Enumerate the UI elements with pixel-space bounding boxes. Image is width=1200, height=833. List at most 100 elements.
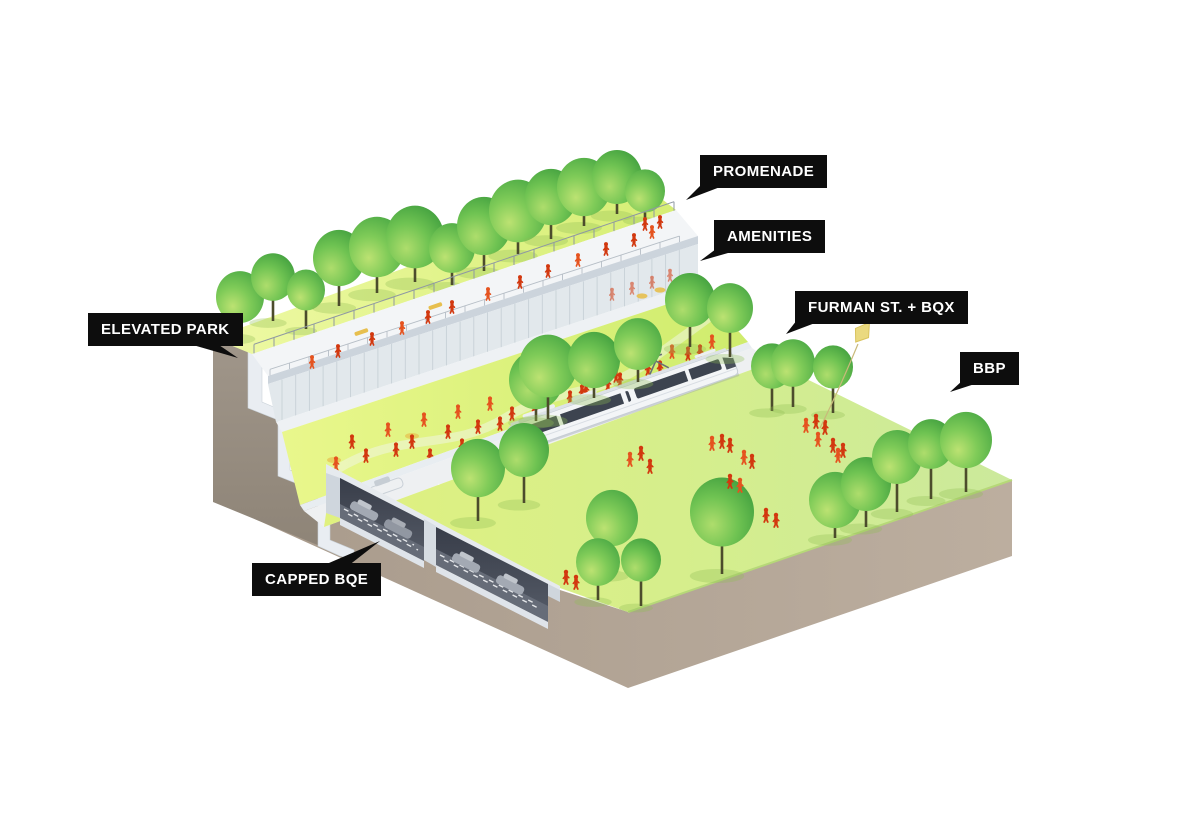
tree-canopy bbox=[614, 318, 662, 370]
tree-canopy bbox=[813, 345, 853, 389]
person bbox=[740, 449, 748, 465]
person bbox=[562, 569, 570, 585]
kite-icon bbox=[854, 321, 871, 343]
tunnel-lip bbox=[436, 565, 548, 629]
person bbox=[574, 253, 582, 267]
person bbox=[508, 406, 516, 421]
amenities-pavilion bbox=[268, 244, 704, 432]
tree-shadow bbox=[807, 534, 853, 546]
tree bbox=[663, 273, 715, 355]
tree bbox=[938, 411, 992, 500]
tree-shadow bbox=[523, 235, 569, 247]
lane-line bbox=[347, 513, 419, 551]
earth-left-face bbox=[213, 338, 354, 560]
tree-shadow bbox=[566, 394, 612, 406]
tree-canopy bbox=[690, 477, 754, 547]
tree bbox=[689, 477, 754, 584]
tree-canopy bbox=[499, 423, 549, 477]
person bbox=[814, 431, 822, 447]
tram-windows bbox=[515, 391, 632, 441]
tree-canopy bbox=[568, 331, 620, 389]
amenities-tables bbox=[636, 287, 666, 299]
tunnel-car bbox=[383, 517, 413, 539]
tree bbox=[450, 438, 505, 529]
tram-skirt bbox=[513, 367, 737, 447]
tree-canopy bbox=[586, 489, 638, 547]
tunnel-jamb bbox=[548, 584, 560, 602]
person bbox=[544, 264, 552, 278]
tree-shadow bbox=[663, 343, 707, 355]
promenade-people bbox=[308, 215, 664, 369]
promenade-deck bbox=[252, 201, 698, 384]
tree-canopy bbox=[665, 273, 715, 327]
person bbox=[496, 416, 504, 431]
amenities-people bbox=[608, 268, 674, 301]
tunnel-pier bbox=[424, 519, 436, 567]
person bbox=[656, 215, 664, 229]
person bbox=[726, 473, 734, 489]
person bbox=[748, 453, 756, 469]
person bbox=[630, 233, 638, 247]
tunnel-1-road bbox=[340, 504, 424, 561]
tunnel-car bbox=[349, 499, 379, 521]
person bbox=[474, 419, 482, 434]
tree-shadow bbox=[450, 517, 496, 529]
tree bbox=[705, 283, 753, 365]
bench bbox=[354, 328, 369, 336]
bqx-tram bbox=[508, 347, 740, 454]
person bbox=[646, 458, 654, 474]
tree-shadow bbox=[870, 508, 914, 520]
person bbox=[516, 275, 524, 289]
person bbox=[454, 404, 462, 419]
person bbox=[718, 433, 726, 449]
tree bbox=[612, 318, 662, 390]
tree-canopy bbox=[519, 334, 577, 398]
person bbox=[448, 300, 456, 314]
tree bbox=[619, 538, 661, 613]
amenities-slab bbox=[276, 282, 704, 432]
tree-shadow bbox=[556, 222, 602, 234]
lawn-grass bbox=[324, 362, 1012, 612]
table bbox=[654, 287, 666, 293]
person bbox=[308, 355, 316, 369]
tree-shadow bbox=[574, 597, 612, 607]
tram-roof bbox=[510, 347, 727, 427]
tunnel-car bbox=[451, 551, 481, 573]
railing-rail bbox=[253, 201, 675, 345]
glass-wall bbox=[268, 244, 698, 422]
tree-canopy bbox=[625, 169, 665, 213]
tree-shadow bbox=[839, 523, 883, 535]
tree-shadow bbox=[497, 499, 541, 511]
tunnel-cars bbox=[349, 499, 525, 595]
lane-line bbox=[443, 559, 543, 611]
person bbox=[708, 334, 716, 349]
tree-shadow bbox=[689, 568, 745, 584]
kite-string bbox=[819, 343, 859, 429]
tree-canopy bbox=[621, 538, 661, 582]
tree bbox=[769, 339, 815, 414]
bench bbox=[428, 302, 443, 310]
tree-shadow bbox=[249, 318, 287, 328]
tree-canopy bbox=[940, 411, 992, 469]
tree bbox=[574, 538, 620, 607]
person bbox=[726, 437, 734, 453]
person bbox=[334, 344, 342, 358]
person bbox=[608, 287, 616, 301]
person bbox=[362, 448, 370, 463]
tree-canopy bbox=[251, 253, 295, 301]
tree bbox=[249, 253, 295, 328]
bbp-lawn bbox=[324, 362, 1013, 613]
person bbox=[684, 346, 692, 361]
person bbox=[736, 477, 744, 493]
tree-shadow bbox=[705, 353, 745, 365]
person bbox=[666, 268, 674, 282]
person bbox=[648, 275, 656, 289]
tree-shadow bbox=[906, 495, 946, 507]
tree-canopy bbox=[576, 538, 620, 586]
glass-mullions bbox=[281, 250, 680, 421]
person bbox=[708, 435, 716, 451]
tree bbox=[284, 269, 325, 336]
deck-surface bbox=[252, 210, 698, 376]
